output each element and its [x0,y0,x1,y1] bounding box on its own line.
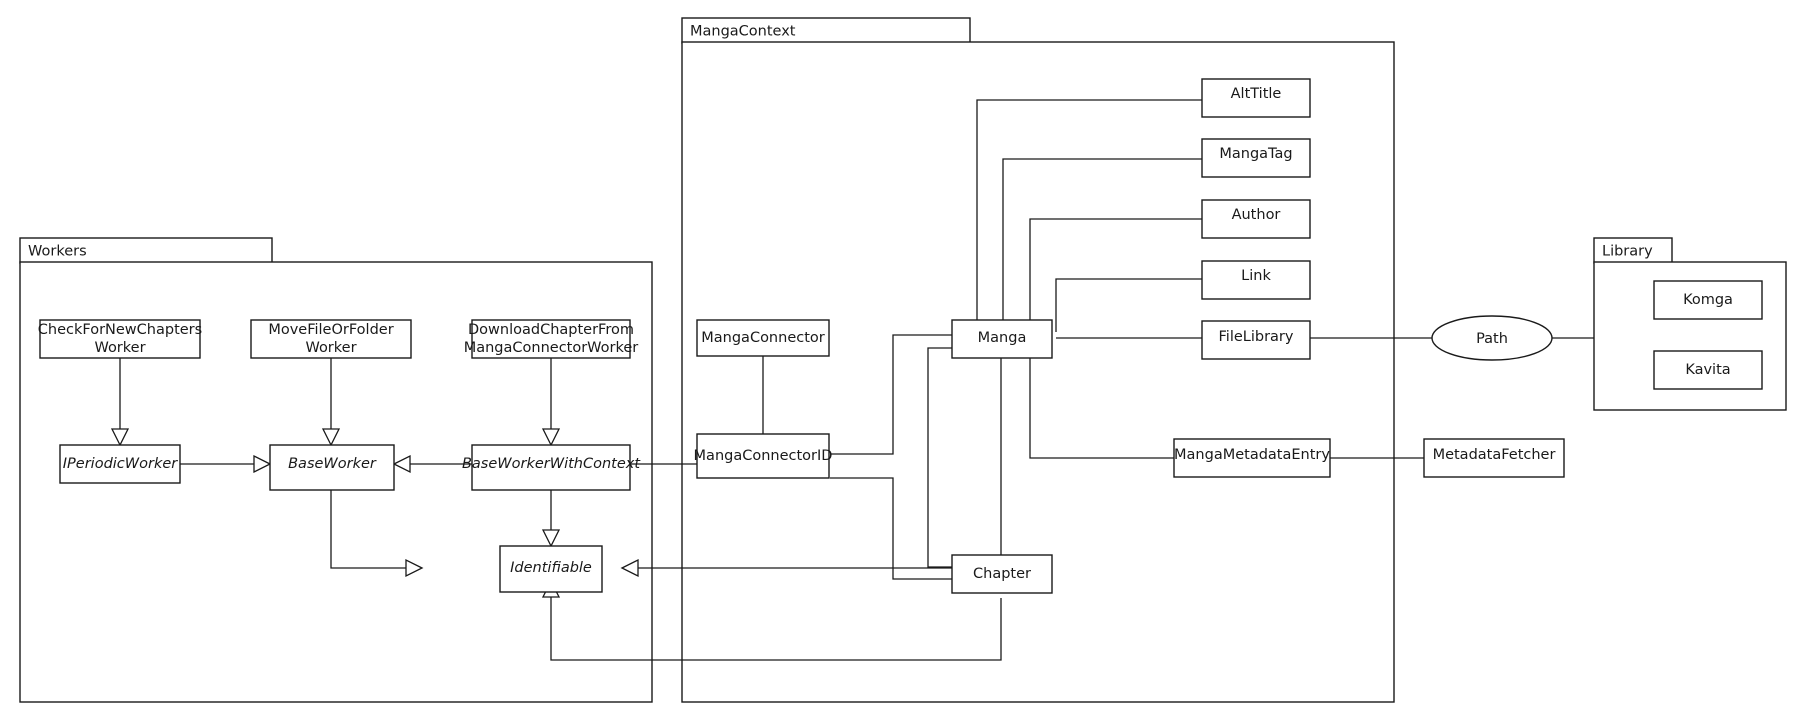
node-path[interactable]: Path [1431,315,1553,361]
node-metadatafetcher-box[interactable] [1423,438,1565,478]
node-mangaconnector-label: MangaConnector [701,330,825,346]
node-link-label: Link [1241,268,1271,284]
node-movefileorfolder-worker-label-line1: MoveFileOrFolder [268,322,393,338]
arrowhead-iperiodicworker-top [110,428,130,447]
node-alttitle-label: AltTitle [1231,86,1282,102]
arrowhead-baseworkerwithcontext-top [541,428,561,447]
node-baseworkerwithcontext-label: BaseWorkerWithContext [462,456,641,472]
node-author-box[interactable] [1201,199,1311,239]
edge-mangaconnectorid-chapter [830,477,952,580]
node-mangametadataentry[interactable]: MangaMetadataEntry [1173,438,1331,478]
node-downloadchapter-worker-box[interactable] [471,319,631,359]
node-filelibrary[interactable]: FileLibrary [1201,320,1311,360]
node-movefileorfolder-worker-label-line2: Worker [305,340,356,356]
node-downloadchapter-worker-label-line1: DownloadChapterFrom [468,322,634,338]
node-mangametadataentry-label: MangaMetadataEntry [1174,447,1330,463]
node-mangaconnectorid-box[interactable] [696,433,830,479]
node-identifiable-box[interactable] [499,545,603,593]
node-alttitle-box[interactable] [1201,78,1311,118]
edge-mangaconnectorid-manga [830,334,952,455]
node-mangatag-box[interactable] [1201,138,1311,178]
node-filelibrary-label: FileLibrary [1219,329,1294,345]
node-author[interactable]: Author [1201,199,1311,239]
edge-layer [110,99,1594,661]
edge-manga-link [1055,278,1202,332]
package-workers-tab [19,237,273,264]
edge-baseworker-identifiable [330,490,410,569]
node-kavita-label: Kavita [1685,362,1730,378]
node-mangatag-label: MangaTag [1219,146,1292,162]
node-metadatafetcher-label: MetadataFetcher [1433,447,1556,463]
node-identifiable[interactable]: Identifiable [499,545,603,593]
edge-manga-mangametadataentry [1029,348,1174,459]
package-workers-label: Workers [28,244,87,260]
node-baseworker-label: BaseWorker [288,456,377,472]
node-downloadchapter-worker-label-line2: MangaConnectorWorker [464,340,639,356]
arrowhead-baseworker-top [321,428,341,447]
arrowhead-baseworker-right [392,454,411,474]
node-identifiable-label: Identifiable [510,560,592,576]
edge-chapter-identifiable [550,593,1002,661]
node-iperiodicworker[interactable]: IPeriodicWorker [59,444,181,484]
edge-manga-author [1029,218,1202,332]
node-manga-box[interactable] [951,319,1053,359]
package-mangacontext-tab [681,17,971,44]
node-path-label: Path [1476,331,1508,347]
arrowhead-identifiable-left [405,558,424,578]
node-mangaconnectorid-label: MangaConnectorID [694,448,833,464]
package-mangacontext: MangaContext [681,17,1395,703]
node-checkfornewchapters-worker-box[interactable] [39,319,201,359]
arrowhead-identifiable-right [620,558,639,578]
node-filelibrary-box[interactable] [1201,320,1311,360]
node-movefileorfolder-worker[interactable]: MoveFileOrFolder Worker [250,319,412,359]
node-checkfornewchapters-worker[interactable]: CheckForNewChapters Worker [38,319,202,359]
node-link-box[interactable] [1201,260,1311,300]
node-mangatag[interactable]: MangaTag [1201,138,1311,178]
node-mangaconnector[interactable]: MangaConnector [696,319,830,357]
edge-manga-chapter [927,347,968,568]
node-komga-label: Komga [1683,292,1733,308]
node-iperiodicworker-box[interactable] [59,444,181,484]
node-baseworkerwithcontext[interactable]: BaseWorkerWithContext [462,444,641,491]
node-metadatafetcher[interactable]: MetadataFetcher [1423,438,1565,478]
package-mangacontext-label: MangaContext [690,24,796,40]
node-alttitle[interactable]: AltTitle [1201,78,1311,118]
node-author-label: Author [1232,207,1281,223]
node-movefileorfolder-worker-box[interactable] [250,319,412,359]
package-library-label: Library [1602,244,1653,260]
node-path-ellipse[interactable] [1431,315,1553,361]
node-manga[interactable]: Manga [951,319,1053,359]
node-baseworker[interactable]: BaseWorker [269,444,395,491]
node-kavita-box[interactable] [1653,350,1763,390]
node-manga-label: Manga [978,330,1027,346]
node-kavita[interactable]: Kavita [1653,350,1763,390]
node-chapter-box[interactable] [951,554,1053,594]
node-mangametadataentry-box[interactable] [1173,438,1331,478]
node-baseworkerwithcontext-box[interactable] [471,444,631,491]
node-checkfornewchapters-worker-label-line2: Worker [94,340,145,356]
node-mangaconnectorid[interactable]: MangaConnectorID [694,433,833,479]
edge-manga-alttitle [976,99,1202,332]
node-chapter-label: Chapter [973,566,1031,582]
node-mangaconnector-box[interactable] [696,319,830,357]
node-downloadchapter-worker[interactable]: DownloadChapterFrom MangaConnectorWorker [464,319,639,359]
node-baseworker-box[interactable] [269,444,395,491]
arrowhead-identifiable-top [541,529,561,548]
edge-manga-mangatag [1002,158,1202,332]
node-link[interactable]: Link [1201,260,1311,300]
node-checkfornewchapters-worker-label-line1: CheckForNewChapters [38,322,202,338]
node-chapter[interactable]: Chapter [951,554,1053,594]
node-komga[interactable]: Komga [1653,280,1763,320]
arrowhead-baseworker-left [253,454,272,474]
node-iperiodicworker-label: IPeriodicWorker [63,456,178,472]
node-komga-box[interactable] [1653,280,1763,320]
